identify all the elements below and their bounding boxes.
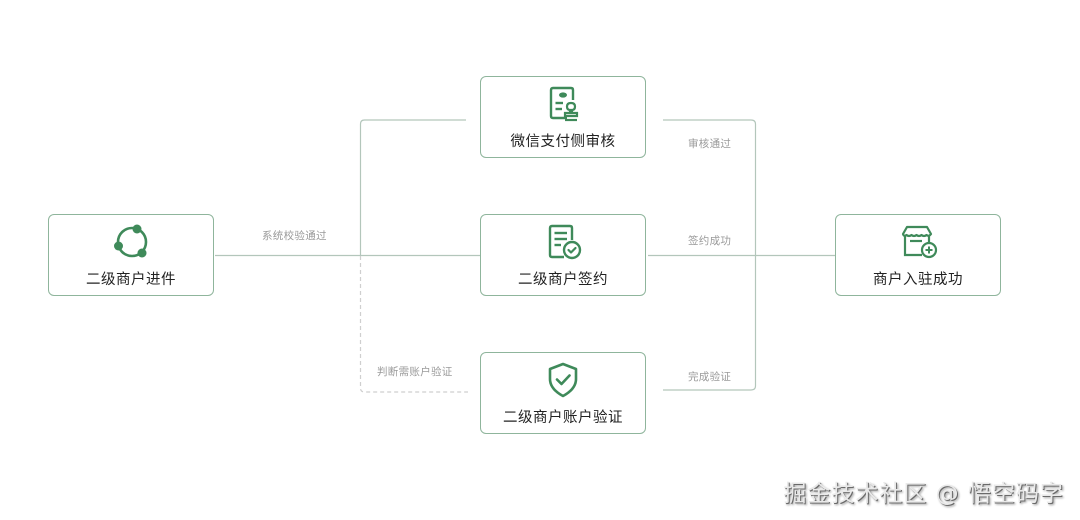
connector-merge-to-success [663,119,757,391]
edge-label-verify-done: 完成验证 [688,371,732,383]
node-label: 二级商户签约 [518,272,608,288]
store-add-icon [901,225,938,259]
edge-label-review-passed: 审核通过 [688,138,732,150]
node-label: 微信支付侧审核 [510,134,616,150]
edge-label-system-check: 系统校验通过 [262,230,327,242]
connector-start-to-verify [359,256,468,393]
node-wechat-pay-review[interactable]: 微信支付侧审核 [480,76,646,158]
shield-check-icon [548,362,578,398]
edge-label-sign-success: 签约成功 [688,235,732,247]
node-label: 二级商户进件 [86,272,176,288]
node-label: 商户入驻成功 [873,272,963,288]
node-account-verification[interactable]: 二级商户账户验证 [480,352,646,434]
document-stamp-icon [549,86,579,122]
network-cycle-icon [114,224,148,258]
connector-start-to-review [359,119,466,256]
node-merchant-onboarded[interactable]: 商户入驻成功 [835,214,1001,296]
node-merchant-application[interactable]: 二级商户进件 [48,214,214,296]
watermark: 掘金技术社区 @ 悟空码字 [783,481,1064,507]
node-merchant-signing[interactable]: 二级商户签约 [480,214,646,296]
document-check-icon [548,224,582,260]
node-label: 二级商户账户验证 [503,410,623,426]
edge-label-needs-account-verify: 判断需账户验证 [377,366,453,378]
